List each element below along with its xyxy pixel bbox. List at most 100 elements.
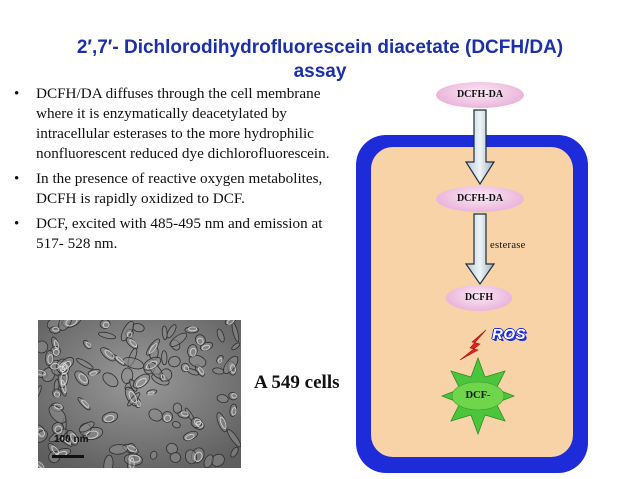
micrograph-cell-halo: [59, 362, 68, 372]
micrograph-cell-halo: [53, 391, 61, 398]
micrograph-cell-halo: [219, 416, 227, 429]
micrograph-cell-halo: [180, 411, 189, 417]
dcfh-da-inside: DCFH-DA: [436, 186, 524, 212]
micrograph-cell: [74, 370, 90, 386]
micrograph-cell-halo: [47, 354, 54, 365]
micrograph-cell-halo: [183, 365, 190, 372]
micrograph-cell: [182, 430, 198, 441]
micrograph-cell-halo: [104, 414, 115, 423]
micrograph-cell-halo: [102, 321, 110, 329]
micrograph-cell: [169, 332, 188, 347]
micrograph-cell-halo: [51, 445, 60, 455]
micrograph-cell: [101, 411, 119, 424]
micrograph-cell: [127, 392, 141, 407]
bullet-list: DCFH/DA diffuses through the cell membra…: [14, 84, 354, 259]
micrograph-cell: [172, 402, 183, 414]
micrograph-cell: [102, 372, 119, 388]
micrograph-cell: [122, 357, 145, 370]
micrograph-cell: [149, 450, 158, 460]
diffusion-arrow: [464, 109, 496, 186]
micrograph-cell-halo: [148, 343, 158, 354]
micrograph-cell-halo: [52, 326, 60, 332]
micrograph-cell: [227, 429, 241, 448]
micrograph-cell-halo: [85, 430, 99, 439]
lightning-bolt-icon: [459, 329, 487, 361]
dcfh-da-outside: DCFH-DA: [436, 82, 524, 108]
title-line-2: assay: [293, 61, 347, 82]
micrograph-cell-halo: [217, 357, 223, 364]
micrograph-cell: [161, 350, 168, 366]
image-caption: A 549 cells: [254, 372, 340, 393]
micrograph-cell-halo: [189, 347, 197, 357]
micrograph-cell: [78, 421, 95, 433]
micrograph-cell-halo: [54, 403, 63, 410]
micrograph-cell: [98, 331, 116, 340]
micrograph-cell-halo: [89, 371, 98, 376]
micrograph-cell-halo: [60, 372, 68, 386]
micrograph-image: [38, 320, 241, 468]
micrograph-cell: [100, 347, 116, 362]
micrograph-cell: [223, 355, 239, 374]
micrograph-cell-halo: [38, 369, 46, 376]
micrograph-cell-halo: [61, 436, 72, 445]
micrograph-cell-halo: [38, 460, 45, 468]
micrograph-cell: [203, 454, 214, 468]
micrograph-cell: [185, 449, 197, 465]
scale-bar: [52, 455, 84, 458]
slide-title: 2′,7′- Dichlorodihydrofluorescein diacet…: [30, 36, 610, 84]
micrograph-cell-halo: [53, 340, 60, 350]
micrograph-cell-halo: [54, 425, 63, 434]
micrograph-cell: [166, 324, 177, 339]
micrograph-cell: [76, 358, 94, 370]
micrograph-cell: [38, 384, 42, 400]
micrograph-cell-halo: [126, 331, 133, 338]
dcfh-molecule: DCFH: [446, 285, 512, 311]
micrograph-cell-halo: [38, 427, 45, 437]
micrograph-cell: [161, 325, 168, 340]
dcf-core: [451, 381, 505, 411]
micrograph-cell-halo: [196, 337, 204, 345]
micrograph-cell-halo: [52, 348, 60, 356]
micrograph-cell-halo: [115, 356, 125, 364]
micrograph-cell: [188, 354, 207, 368]
micrograph-cell-halo: [185, 433, 195, 441]
micrograph-cell: [48, 404, 67, 424]
micrograph-cell: [166, 442, 178, 455]
micrograph-cell-halo: [163, 414, 172, 422]
micrograph-cell: [172, 421, 181, 429]
micrograph-cell-halo: [135, 377, 147, 388]
micrograph-cell-halo: [194, 418, 202, 426]
micrograph-cell: [38, 340, 49, 354]
micrograph-cell-halo: [201, 344, 211, 351]
esterase-arrow: [464, 213, 496, 286]
micrograph-cell-halo: [231, 407, 237, 416]
micrograph-cell: [169, 452, 182, 463]
micrograph-cell-halo: [126, 445, 138, 452]
micrograph-cell: [186, 368, 200, 376]
micrograph-cell: [132, 373, 151, 389]
scale-bar-label: 100 nm: [54, 434, 89, 445]
micrograph-cell-halo: [60, 379, 67, 394]
micrograph-cell-halo: [188, 326, 198, 332]
micrograph-cell-halo: [70, 433, 78, 444]
micrograph-cell-halo: [231, 393, 238, 399]
micrograph-cell: [216, 328, 225, 343]
micrograph-cell: [168, 355, 181, 368]
micrograph-cell-halo: [160, 374, 166, 381]
micrograph-cell: [103, 454, 114, 468]
micrograph-cell-halo: [226, 320, 235, 325]
micrograph-cell-halo: [104, 349, 115, 359]
title-line-1: 2′,7′- Dichlorodihydrofluorescein diacet…: [76, 37, 564, 58]
micrograph-cell-halo: [128, 390, 137, 404]
micrograph-cell-halo: [78, 373, 88, 384]
micrograph-cell-halo: [197, 366, 205, 375]
esterase-label: esterase: [490, 240, 526, 251]
micrograph-cell-halo: [230, 364, 237, 374]
micrograph-cell-halo: [129, 339, 138, 348]
bullet-item: DCFH/DA diffuses through the cell membra…: [14, 84, 354, 164]
micrograph-cell: [230, 446, 239, 458]
micrograph-cell: [211, 453, 225, 467]
micrograph-cell: [216, 412, 228, 433]
micrograph-cell-halo: [81, 399, 90, 408]
